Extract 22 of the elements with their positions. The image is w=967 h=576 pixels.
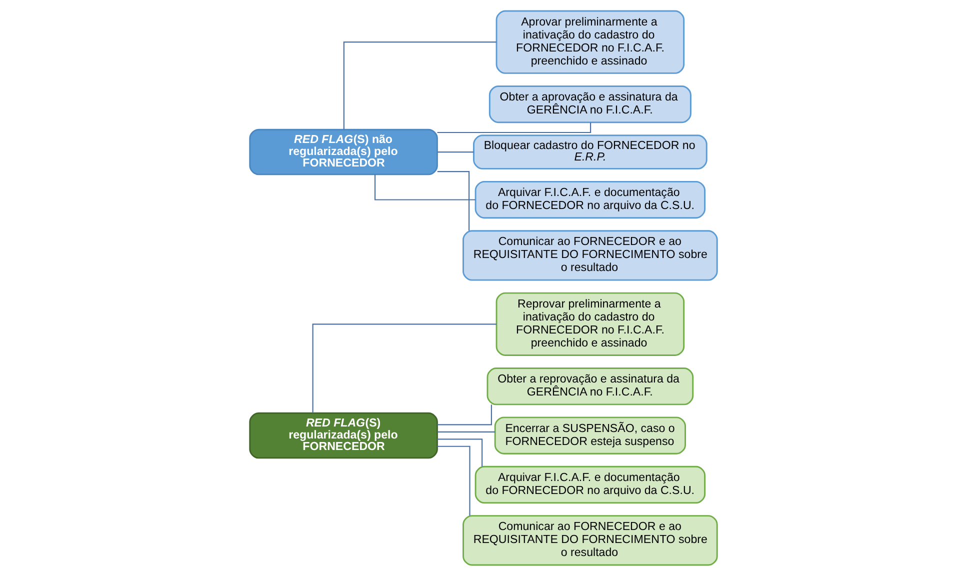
connector — [343, 42, 496, 130]
node-box: Reprovar preliminarmente a inativação do cadastro do FORNECEDOR no F.I.C.A.F. preenchido e assinado — [496, 292, 685, 356]
node-box: Comunicar ao FORNECEDOR e ao REQUISITANTE DO FORNECIMENTO sobre o resultado — [462, 230, 718, 281]
node-box: Obter a reprovação e assinatura da GERÊNCIA no F.I.C.A.F. — [486, 368, 694, 406]
connector — [312, 324, 496, 413]
node-box: Comunicar ao FORNECEDOR e ao REQUISITANTE DO FORNECIMENTO sobre o resultado — [462, 515, 718, 566]
node-box: Aprovar preliminarmente a inativação do cadastro do FORNECEDOR no F.I.C.A.F. preenchido e assinado — [496, 10, 685, 74]
node-box: Bloquear cadastro do FORNECEDOR no E.R.P. — [473, 134, 708, 170]
connector — [437, 404, 492, 426]
connector — [374, 174, 476, 200]
connector — [438, 431, 496, 432]
connector — [437, 438, 483, 466]
connector — [437, 446, 470, 516]
connector — [437, 122, 592, 134]
connector — [437, 171, 470, 231]
node-box: Arquivar F.I.C.A.F. e documentação do FORNECEDOR no arquivo da C.S.U. — [474, 180, 706, 219]
node-box: Encerrar a SUSPENSÃO, caso o FORNECEDOR esteja suspenso — [494, 416, 686, 454]
node-box: Arquivar F.I.C.A.F. e documentação do FORNECEDOR no arquivo da C.S.U. — [474, 466, 706, 504]
node-box: Obter a aprovação e assinatura da GERÊNCIA no F.I.C.A.F. — [488, 86, 692, 124]
node-box: RED FLAG(S) regularizada(s) pelo FORNECEDOR — [249, 412, 438, 459]
node-box: RED FLAG(S) não regularizada(s) pelo FORNECEDOR — [249, 128, 438, 176]
connector — [438, 151, 474, 153]
